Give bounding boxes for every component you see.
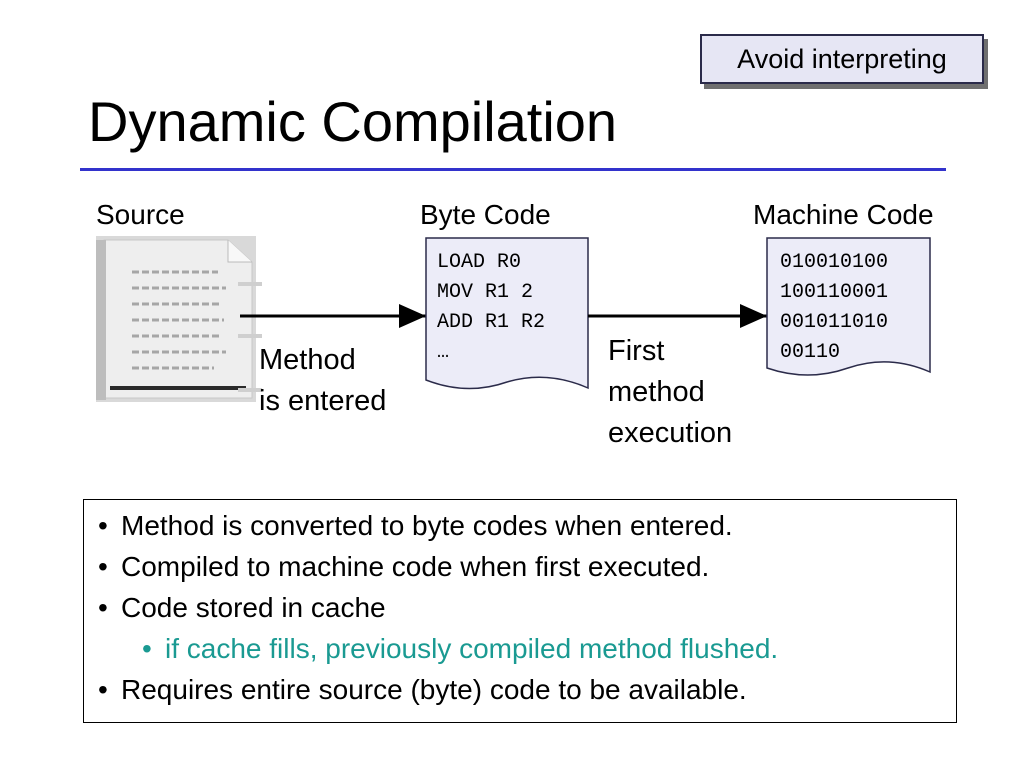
machine-code-line: 010010100	[780, 251, 888, 274]
bytecode-line: …	[437, 341, 449, 364]
caption-line: is entered	[259, 385, 387, 417]
bullet-text: Method is converted to byte codes when e…	[121, 510, 733, 541]
avoid-interpreting-callout: Avoid interpreting	[700, 34, 984, 84]
bullet-dot: •	[98, 551, 108, 582]
bullet-list-box: • Method is converted to byte codes when…	[83, 499, 957, 723]
page-title: Dynamic Compilation	[88, 90, 618, 153]
bullet-item: • Compiled to machine code when first ex…	[98, 551, 956, 592]
caption-line: First	[608, 335, 665, 367]
machine-code-line: 001011010	[780, 311, 888, 334]
source-document-icon	[96, 236, 262, 402]
bullet-item: • Requires entire source (byte) code to …	[98, 674, 956, 715]
bullet-dot: •	[98, 592, 108, 623]
bytecode-line: MOV R1 2	[437, 281, 533, 304]
bullet-text: Code stored in cache	[121, 592, 386, 623]
bullet-dot: •	[98, 510, 108, 541]
bytecode-line: LOAD R0	[437, 251, 521, 274]
first-execution-caption: First method execution	[608, 331, 732, 454]
bullet-item: • Code stored in cache	[98, 592, 956, 633]
caption-line: method	[608, 376, 705, 408]
sub-bullet-item: • if cache fills, previously compiled me…	[98, 633, 956, 674]
title-underline	[80, 168, 946, 171]
bullet-dot: •	[98, 674, 108, 705]
machine-code-line: 100110001	[780, 281, 888, 304]
caption-line: execution	[608, 417, 733, 449]
method-entered-caption: Method is entered	[259, 340, 386, 422]
bullet-item: • Method is converted to byte codes when…	[98, 510, 956, 551]
bytecode-document-shape	[425, 237, 589, 390]
source-label: Source	[96, 199, 185, 230]
bullet-text: if cache fills, previously compiled meth…	[165, 633, 779, 664]
bullet-text: Compiled to machine code when first exec…	[121, 551, 710, 582]
caption-line: Method	[259, 344, 356, 376]
bytecode-line: ADD R1 R2	[437, 311, 545, 334]
machine-code-line: 00110	[780, 341, 840, 364]
byte-code-label: Byte Code	[420, 199, 551, 230]
bullet-text: Requires entire source (byte) code to be…	[121, 674, 747, 705]
callout-text: Avoid interpreting	[737, 43, 947, 74]
machine-code-label: Machine Code	[753, 199, 934, 230]
bullet-dot: •	[142, 633, 152, 664]
machine-code-document-shape	[766, 237, 931, 376]
